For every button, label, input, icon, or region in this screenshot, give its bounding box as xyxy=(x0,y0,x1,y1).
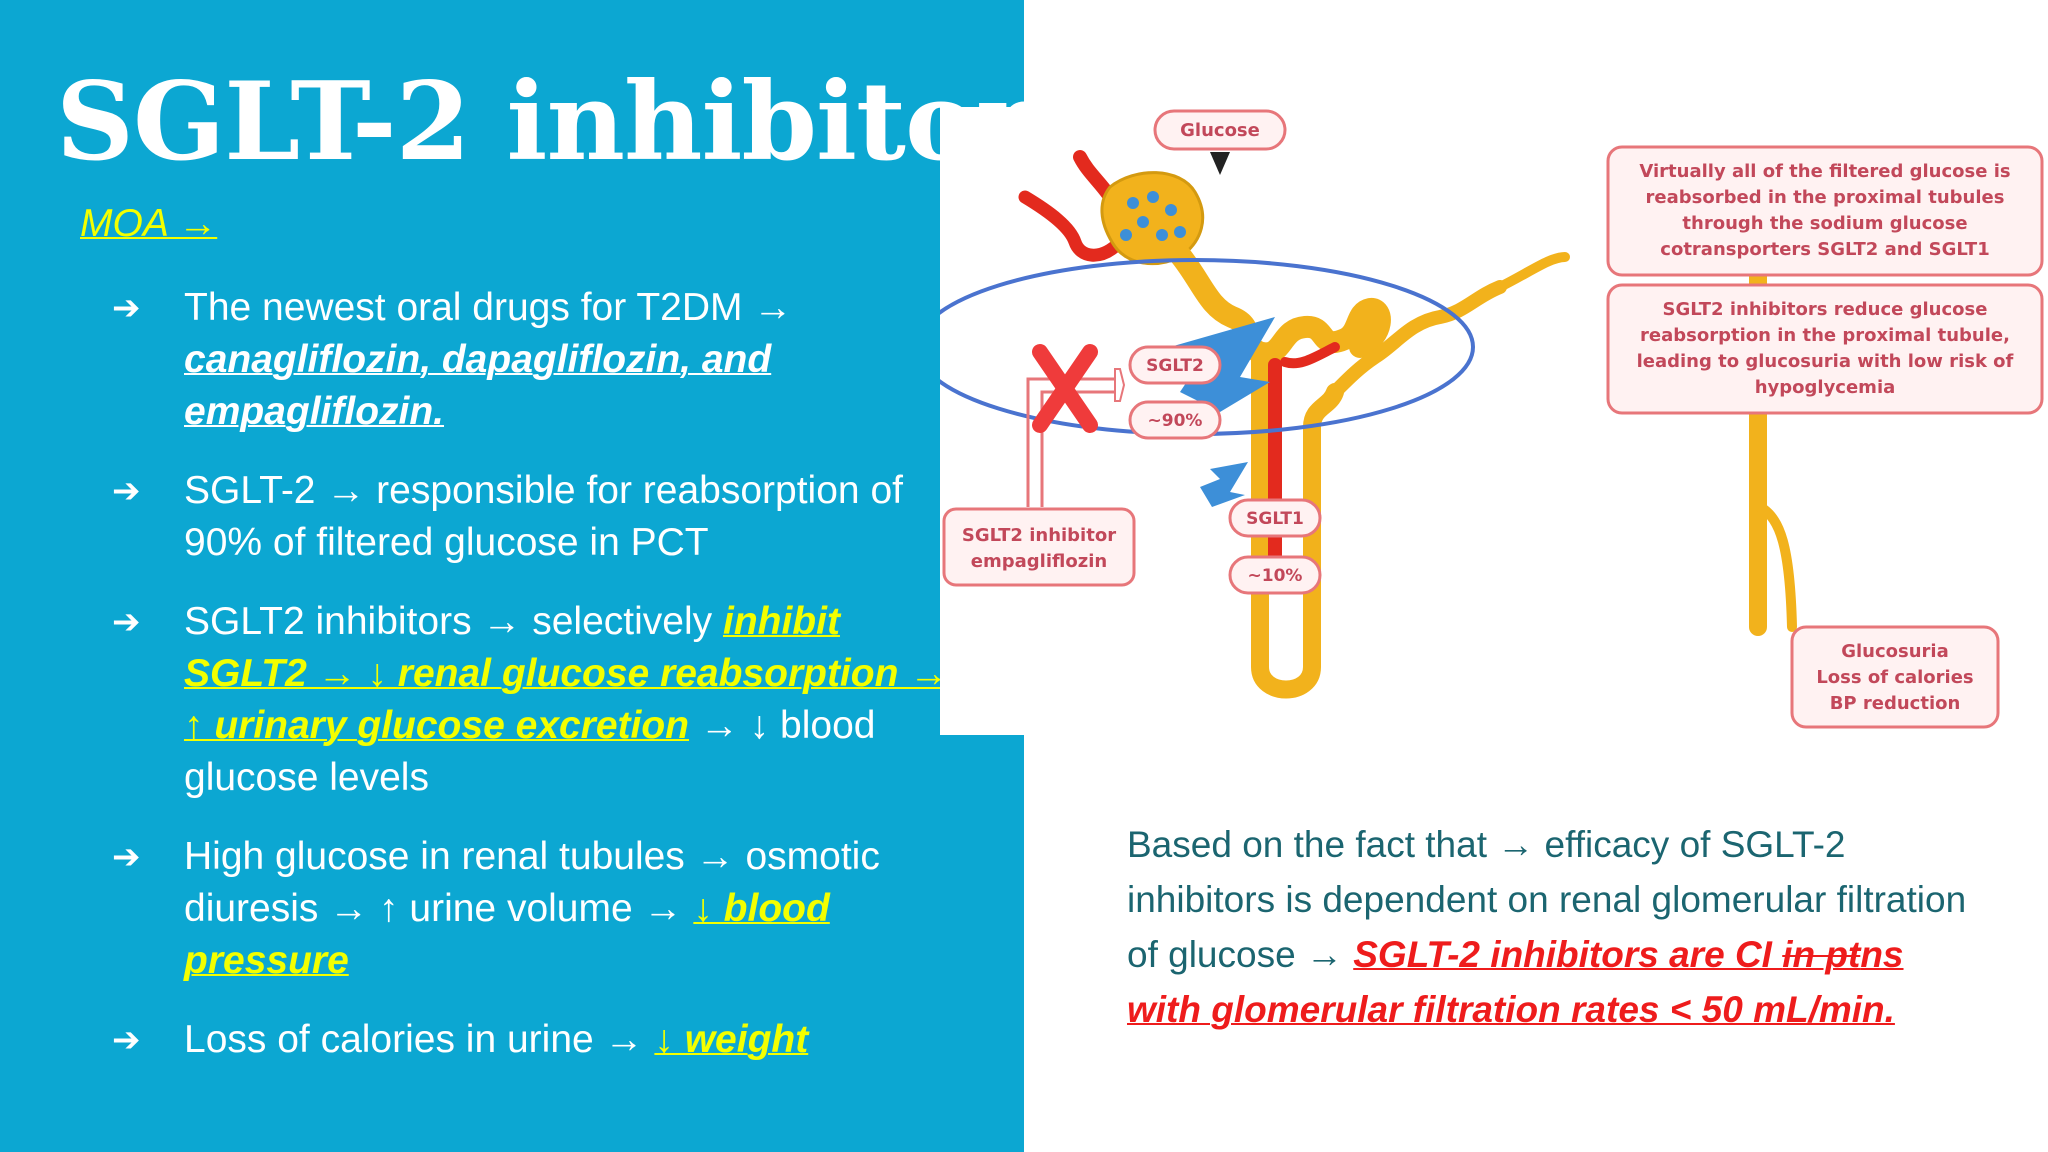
blocked-x-icon xyxy=(1032,344,1098,433)
contraindication-text: SGLT-2 inhibitors are CI xyxy=(1353,934,1783,975)
arrow-bullet-icon: ➔ xyxy=(112,288,141,328)
arrow-bullet-icon: ➔ xyxy=(112,837,141,877)
sglt1-pill xyxy=(1228,498,1322,538)
sglt1-pct-pill xyxy=(1228,555,1322,595)
bullet-text: Loss of calories in urine → ↓ weight xyxy=(184,1014,808,1066)
loop-of-henle xyxy=(1251,348,1344,699)
bullet-inhibitor-action: ➔ SGLT2 inhibitors → selectively inhibit… xyxy=(112,596,952,804)
efferent-vessel xyxy=(1018,190,1127,262)
bullet-plain-text: → ↓ blood glucose levels xyxy=(184,704,876,799)
bullet-list: ➔ The newest oral drugs for T2DM → canag… xyxy=(112,282,952,1093)
blood-pressure-highlight: ↓ blood pressure xyxy=(184,887,830,982)
inhibitor-connector xyxy=(1026,377,1115,507)
sglt2-pct-label: ~90% xyxy=(1148,411,1203,431)
callout-line: Glucosuria xyxy=(1841,641,1949,662)
glucose-dot xyxy=(1137,216,1149,228)
bullet-plain-text: SGLT2 inhibitors → selectively xyxy=(184,600,723,643)
glucose-dot xyxy=(1127,197,1139,209)
bullet-text: High glucose in renal tubules → osmotic … xyxy=(184,831,952,987)
sglt2-pct-pill xyxy=(1128,400,1222,440)
glucose-dots xyxy=(1120,191,1186,241)
nephron-figure: Glucose SGLT2 ~90% SGLT1 ~10% SGLT2 inhi… xyxy=(940,107,2048,735)
callout-line: hypoglycemia xyxy=(1755,377,1896,398)
sglt1-reabsorption-arrow xyxy=(1200,462,1248,507)
callout-effects-text: Glucosuria Loss of calories BP reduction xyxy=(1816,641,1973,714)
callout-line: leading to glucosuria with low risk of xyxy=(1637,351,2014,372)
collecting-duct-branch xyxy=(1755,502,1797,632)
connector-arrowhead xyxy=(1114,368,1126,402)
callout-line: cotransporters SGLT2 and SGLT1 xyxy=(1660,239,1989,260)
bullet-text: SGLT2 inhibitors → selectively inhibit S… xyxy=(184,596,952,804)
bullet-osmotic-diuresis: ➔ High glucose in renal tubules → osmoti… xyxy=(112,831,952,987)
callout-reabsorption xyxy=(1606,145,2044,277)
weight-highlight: ↓ weight xyxy=(654,1018,809,1061)
glucose-dot xyxy=(1165,204,1177,216)
callout-line: reabsorption in the proximal tubule, xyxy=(1640,325,2010,346)
gfr-note: Based on the fact that → efficacy of SGL… xyxy=(1127,817,1987,1037)
moa-heading: MOA → xyxy=(80,202,218,245)
callout-line: Loss of calories xyxy=(1816,667,1973,688)
sglt1-label: SGLT1 xyxy=(1246,509,1304,529)
glucose-pointer xyxy=(1210,152,1230,175)
bullet-sglt2-role: ➔ SGLT-2 → responsible for reabsorption … xyxy=(112,465,952,569)
sglt2-reabsorption-arrow xyxy=(1170,317,1275,412)
sglt2-pill xyxy=(1128,345,1222,385)
bullet-text: SGLT-2 → responsible for reabsorption of… xyxy=(184,469,903,564)
inhibitor-box xyxy=(942,507,1136,587)
mechanism-highlight: inhibit SGLT2 → ↓ renal glucose reabsorp… xyxy=(184,600,949,747)
bullet-newest-drugs: ➔ The newest oral drugs for T2DM → canag… xyxy=(112,282,952,438)
glucose-dot xyxy=(1147,191,1159,203)
contraindication-struck-text: in pt xyxy=(1782,934,1861,975)
sglt2-label: SGLT2 xyxy=(1146,356,1204,376)
left-panel xyxy=(0,0,1024,1152)
glucose-label: Glucose xyxy=(1180,120,1260,141)
inhibitor-drug-label: empagliflozin xyxy=(971,551,1107,572)
callout-line: BP reduction xyxy=(1830,693,1961,714)
callout-line: SGLT2 inhibitors reduce glucose xyxy=(1663,299,1988,320)
drug-names: canagliflozin, dapagliflozin, and empagl… xyxy=(184,338,772,433)
note-text: Based on the fact that → efficacy of SGL… xyxy=(1127,824,1967,975)
nephron-diagram: Glucose SGLT2 ~90% SGLT1 ~10% SGLT2 inhi… xyxy=(940,109,2044,729)
arrow-bullet-icon: ➔ xyxy=(112,471,141,511)
peritubular-vessel xyxy=(1280,342,1340,369)
distal-tubule xyxy=(1328,280,1507,399)
glucose-dot xyxy=(1174,226,1186,238)
inhibitor-label: SGLT2 inhibitor xyxy=(962,525,1116,546)
glucose-dot xyxy=(1156,229,1168,241)
callout-line: Virtually all of the filtered glucose is xyxy=(1639,161,2010,182)
arrow-bullet-icon: ➔ xyxy=(112,1020,141,1060)
proximal-tubule xyxy=(1169,244,1391,365)
sglt1-pct-label: ~10% xyxy=(1248,566,1303,586)
bullet-plain-text: High glucose in renal tubules → osmotic … xyxy=(184,835,880,930)
callout-inhibition xyxy=(1606,283,2044,415)
callout-line: reabsorbed in the proximal tubules xyxy=(1646,187,2005,208)
glucose-dot xyxy=(1120,229,1132,241)
callout-inhibition-text: SGLT2 inhibitors reduce glucose reabsorp… xyxy=(1637,299,2014,398)
callout-effects xyxy=(1790,625,2000,729)
callout-line: through the sodium glucose xyxy=(1682,213,1967,234)
contraindication-text-end: ns with glomerular filtration rates < 50… xyxy=(1127,934,1904,1030)
glucose-pill xyxy=(1153,109,1287,151)
arrow-bullet-icon: ➔ xyxy=(112,602,141,642)
bullet-calorie-loss: ➔ Loss of calories in urine → ↓ weight xyxy=(112,1014,952,1066)
bullet-plain-text: Loss of calories in urine → xyxy=(184,1018,655,1061)
inhibitor-connector xyxy=(1040,390,1115,507)
bullet-plain-text: The newest oral drugs for T2DM → xyxy=(184,286,793,329)
callout-reabsorption-text: Virtually all of the filtered glucose is… xyxy=(1639,161,2010,260)
slide-title: SGLT-2 inhibitors xyxy=(56,59,1093,185)
bullet-text: The newest oral drugs for T2DM → canagli… xyxy=(184,282,952,438)
connecting-tubule xyxy=(1495,252,1570,292)
